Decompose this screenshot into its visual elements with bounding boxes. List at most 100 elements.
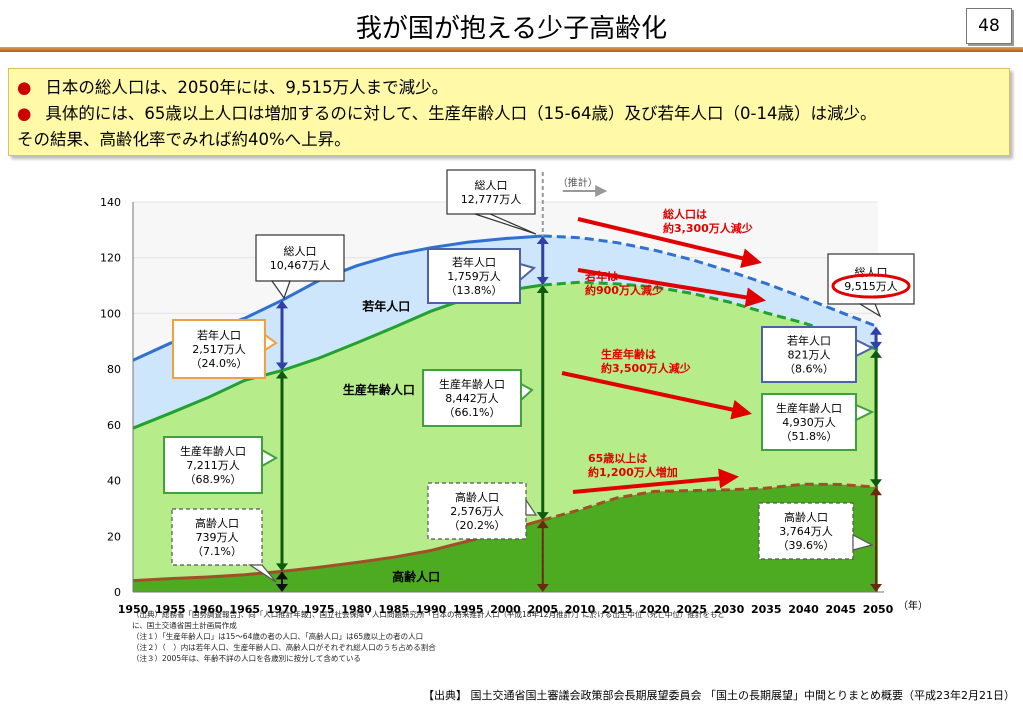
callout-frame: [758, 502, 854, 560]
area-label: 若年人口: [361, 299, 410, 314]
working-range-arrow-1970-head: [276, 563, 288, 572]
callout-frame: [171, 508, 263, 566]
callout-text: 若年人口: [197, 328, 241, 342]
x-tick-label: 1985: [378, 603, 409, 616]
callout-text: （39.6%）: [778, 539, 835, 552]
working-range-arrow-2050-head: [870, 479, 882, 488]
y-tick-label: 60: [107, 419, 121, 432]
callout-text: 若年人口: [787, 334, 831, 348]
callout-text: 4,930万人: [782, 416, 836, 429]
callout-frame: [422, 369, 522, 427]
callout-text: 12,777万人: [461, 193, 522, 206]
working-range-arrow-2050-head: [870, 349, 882, 358]
elderly-range-arrow-1970-head: [276, 571, 288, 580]
working-range-arrow-2005-head: [536, 512, 549, 521]
y-tick-label: 140: [100, 196, 121, 209]
summary-bullet: ● 具体的には、65歳以上人口は増加するのに対して、生産年齢人口（15-64歳）及…: [17, 101, 1001, 127]
elderly-range-arrow-2005-head: [536, 520, 549, 529]
trend-arrow: [572, 468, 739, 494]
callout-text: （13.8%）: [446, 284, 503, 297]
x-tick-label: 2005: [527, 603, 558, 616]
summary-bullet: ●日本の総人口は、2050年には、9,515万人まで減少。: [17, 75, 1001, 101]
chart-note: （出典）総務省「国勢調査報告」、同「人口推計年報」、国立社会保障・人口問題研究所…: [132, 609, 725, 619]
callout-frame: [163, 436, 263, 494]
x-tick-label: 1950: [118, 603, 149, 616]
callout-frame: [761, 326, 857, 383]
callout-pointer: [247, 564, 277, 583]
callout-text: 高齢人口: [784, 510, 828, 524]
title-divider: [0, 47, 1023, 52]
young-population-area: [133, 236, 878, 429]
trend-annotation-text: 約900万人減少: [585, 283, 663, 297]
callout-text: （24.0%）: [191, 357, 248, 370]
x-tick-label: 2010: [565, 603, 596, 616]
chart-note: に、国土交通省国土計画局作成: [132, 620, 237, 630]
trend-arrow: [561, 371, 752, 420]
callout-pointer: [519, 262, 537, 283]
x-tick-label: 2045: [825, 603, 856, 616]
callout-text: 生産年齢人口: [180, 444, 246, 458]
y-tick-label: 120: [100, 252, 121, 265]
young-range-arrow-1970-head: [276, 300, 288, 309]
x-tick-label: 2040: [788, 603, 819, 616]
y-tick-label: 100: [100, 307, 121, 320]
y-tick-label: 80: [107, 363, 121, 376]
trend-annotation-text: 65歳以上は: [588, 451, 647, 465]
chart-note: （注２）（ ）内は若年人口、生産年齢人口、高齢人口がそれぞれ総人口のうち占める割…: [132, 642, 436, 652]
x-tick-label: 1990: [416, 603, 447, 616]
chart-note: （注３）2005年は、年齢不詳の人口を各歳別に按分して含めている: [132, 653, 361, 663]
x-unit-label: （年）: [898, 599, 928, 612]
x-tick-label: 2050: [863, 603, 894, 616]
trend-annotation-text: 約3,300万人減少: [663, 221, 753, 235]
callout-text: 1,759万人: [447, 270, 501, 283]
callout-pointer: [270, 280, 291, 300]
callout-pointer: [525, 498, 538, 516]
x-tick-label: 1975: [304, 603, 335, 616]
callout-pointer: [261, 448, 279, 468]
callout-text: （20.2%）: [449, 519, 506, 532]
callout-frame: [255, 234, 345, 282]
working-age-population-area: [133, 282, 878, 581]
area-label: 高齢人口: [392, 569, 440, 584]
elderly-range-arrow-2050-head: [870, 584, 882, 592]
slide-title: 我が国が抱える少子高齢化: [355, 14, 668, 44]
callout-pointer: [852, 534, 874, 551]
callout-text: 9,515万人: [844, 280, 898, 293]
callout-text: 生産年齢人口: [776, 401, 842, 415]
x-tick-label: 1970: [267, 603, 298, 616]
elderly-range-arrow-2005-head: [536, 584, 549, 592]
x-tick-label: 2025: [676, 603, 707, 616]
page-number: 48: [966, 8, 1012, 44]
young-range-arrow-2050-head: [870, 341, 882, 350]
callout-text: 2,517万人: [192, 343, 246, 356]
callout-text: 若年人口: [452, 255, 496, 269]
area-label: 生産年齢人口: [343, 382, 415, 397]
x-tick-label: 1965: [229, 603, 260, 616]
bullet-dot-icon: ●: [17, 104, 32, 123]
callout-text: 7,211万人: [186, 459, 240, 472]
x-tick-label: 2020: [639, 603, 670, 616]
projection-label: （推計）: [558, 176, 598, 189]
callout-pointer: [264, 333, 278, 352]
callout-text: 高齢人口: [195, 516, 239, 530]
bullet-text: 具体的には、65歳以上人口は増加するのに対して、生産年齢人口（15-64歳）及び…: [45, 104, 877, 123]
elderly-range-arrow-2050-head: [870, 487, 882, 496]
callout-text: （51.8%）: [781, 430, 838, 443]
callout-text: （66.1%）: [444, 406, 501, 419]
x-tick-label: 1960: [192, 603, 223, 616]
trend-annotation-text: 約1,200万人増加: [588, 465, 678, 479]
x-tick-label: 2035: [751, 603, 782, 616]
callout-pointer: [855, 403, 875, 422]
callout-text: 総人口: [284, 244, 317, 258]
callout-text: 3,764万人: [779, 525, 833, 538]
young-range-arrow-2005-head: [536, 235, 549, 244]
